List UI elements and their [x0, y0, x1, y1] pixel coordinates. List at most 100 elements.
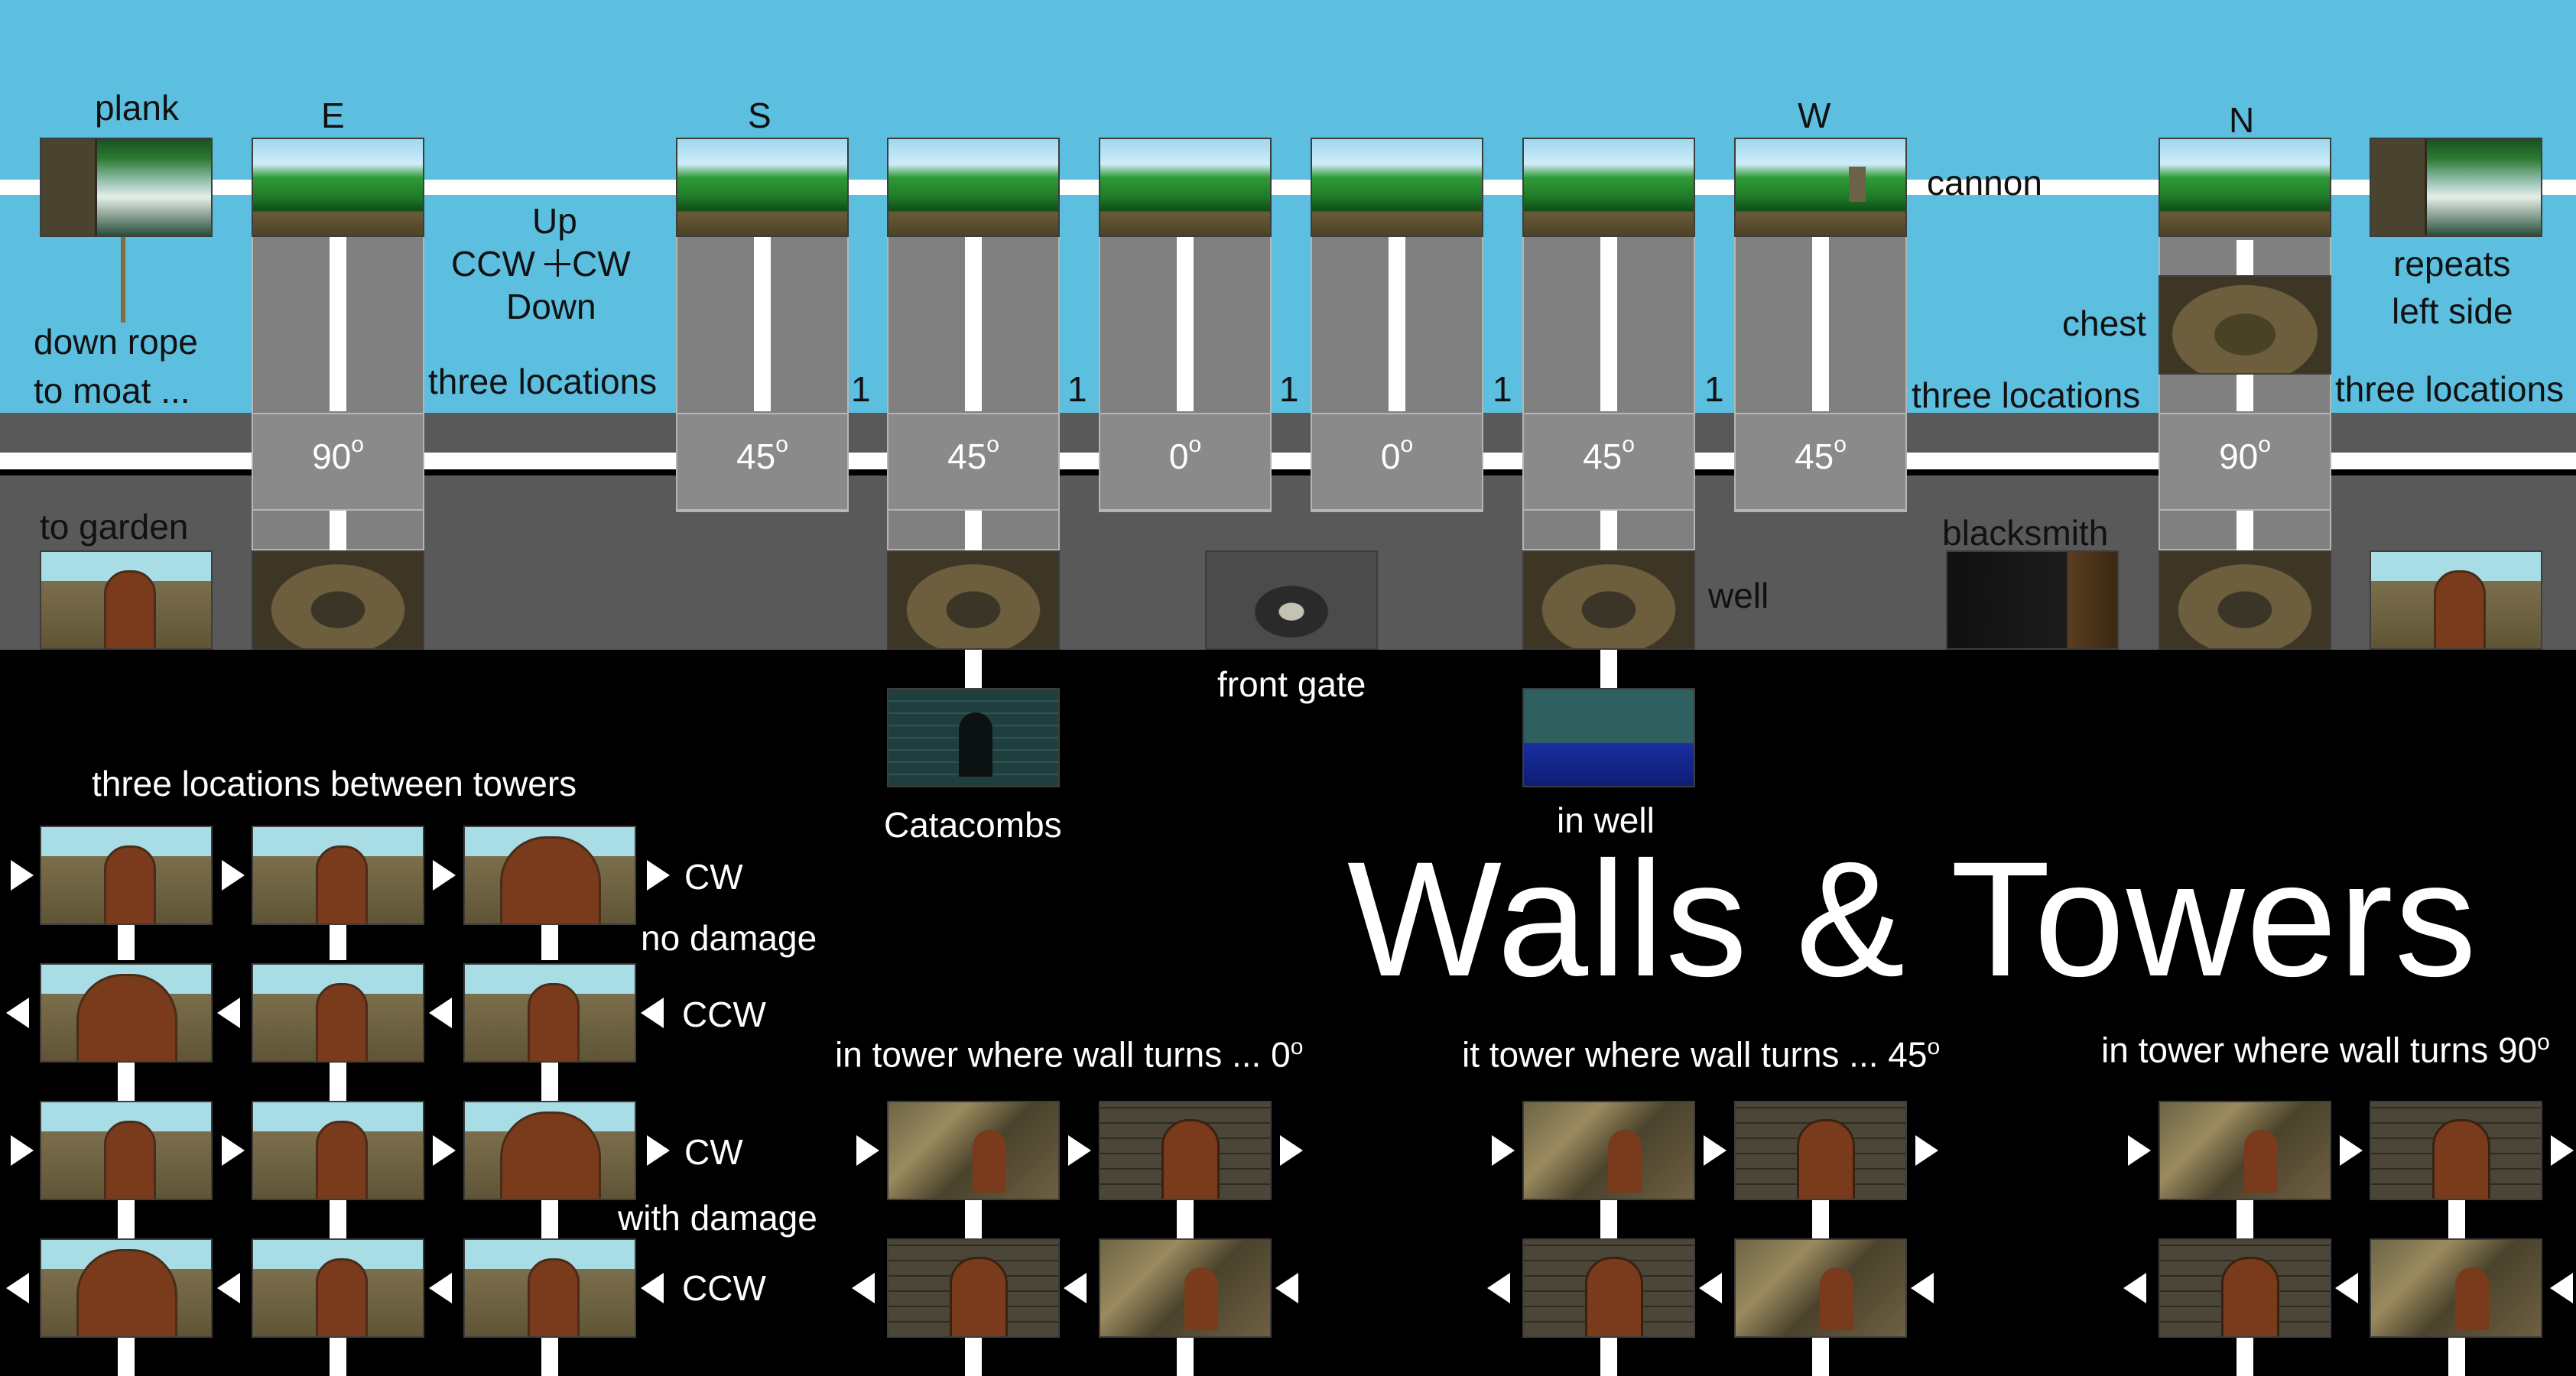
wall-walk-line [0, 453, 2576, 469]
v-line [330, 1338, 346, 1376]
label-three-locations: three locations [2335, 369, 2565, 409]
v-line [330, 925, 346, 960]
arrow-right-icon [433, 860, 456, 891]
tower-turn-view [1099, 1238, 1272, 1338]
arrow-right-icon [2128, 1135, 2151, 1166]
arrow-left-icon [1275, 1273, 1298, 1303]
label-to-moat: to moat ... [34, 371, 190, 411]
v-line [1177, 235, 1194, 411]
arrow-left-icon [641, 998, 664, 1028]
compass-s: S [748, 96, 772, 135]
angle-label: 90o [312, 432, 364, 476]
arrow-right-icon [222, 1135, 245, 1166]
between-view [463, 826, 636, 925]
arrow-right-icon [647, 860, 670, 891]
heading-tower-0: in tower where wall turns ... 0o [835, 1034, 1304, 1075]
arrow-left-icon [6, 998, 29, 1028]
between-view [40, 963, 213, 1063]
between-view [40, 826, 213, 925]
label-three-locations: three locations [428, 362, 658, 401]
arrow-right-icon [1068, 1135, 1091, 1166]
v-line [118, 1338, 135, 1376]
landscape-view [1099, 138, 1272, 237]
angle-box [1734, 413, 1907, 511]
angle-label: 0o [1168, 432, 1202, 476]
between-view [40, 1101, 213, 1200]
v-line [2237, 1200, 2253, 1240]
label-ccw: CCW [682, 1268, 766, 1308]
angle-box [1099, 413, 1272, 511]
landscape-view [1522, 138, 1695, 237]
v-line [754, 235, 771, 411]
top-connector-line [0, 180, 2576, 195]
label-one: 1 [851, 369, 871, 409]
tower-interior-view [252, 550, 424, 650]
legend-ccw: CCW [451, 244, 535, 284]
v-line [2237, 375, 2253, 411]
label-with-damage: with damage [618, 1198, 817, 1238]
tower-interior-view [887, 550, 1060, 650]
angle-label: 45o [1583, 432, 1635, 476]
tower-interior-view-n [2159, 550, 2331, 650]
label-to-garden: to garden [40, 507, 189, 547]
between-view [252, 826, 424, 925]
label-ccw: CCW [682, 995, 766, 1034]
label-front-gate: front gate [1217, 664, 1366, 704]
tower-turn-view [1734, 1238, 1907, 1338]
angle-label: 45o [1795, 432, 1847, 476]
between-view [252, 1238, 424, 1338]
angle-label: 90o [2219, 432, 2271, 476]
between-view [463, 963, 636, 1063]
tower-turn-view [1522, 1101, 1695, 1200]
arrow-right-icon [1704, 1135, 1727, 1166]
blacksmith-view [1946, 550, 2119, 650]
between-view [40, 1238, 213, 1338]
cross-icon [557, 249, 559, 277]
tower-turn-view [2159, 1101, 2331, 1200]
arrow-left-icon [429, 998, 452, 1028]
label-no-damage: no damage [641, 918, 817, 958]
v-line [330, 1063, 346, 1102]
compass-e: E [321, 96, 345, 135]
arrow-right-icon [1492, 1135, 1515, 1166]
tower-turn-view [2370, 1238, 2542, 1338]
label-catacombs: Catacombs [884, 805, 1062, 845]
arrow-right-icon [2340, 1135, 2363, 1166]
landscape-view-s [676, 138, 849, 237]
label-cannon: cannon [1927, 163, 2042, 203]
arrow-right-icon [647, 1135, 670, 1166]
label-one: 1 [1704, 369, 1724, 409]
plank-view [40, 138, 213, 237]
compass-n: N [2229, 100, 2255, 140]
angle-box [887, 413, 1060, 511]
angle-box [676, 413, 849, 511]
arrow-left-icon [217, 998, 240, 1028]
between-view [463, 1238, 636, 1338]
chest-view [2159, 275, 2331, 375]
label-in-well: in well [1557, 800, 1655, 840]
v-line [1812, 1200, 1829, 1240]
landscape-view-n [2159, 138, 2331, 237]
v-line [1812, 1338, 1829, 1376]
tower-turn-view [2370, 1101, 2542, 1200]
sky-background [0, 0, 2576, 413]
arrow-left-icon [429, 1273, 452, 1303]
label-one: 1 [1493, 369, 1512, 409]
compass-w: W [1798, 96, 1831, 135]
landscape-view [1311, 138, 1483, 237]
v-line [1600, 511, 1617, 550]
well-view [1522, 550, 1695, 650]
arrow-right-icon [1915, 1135, 1938, 1166]
arrow-right-icon [222, 860, 245, 891]
legend-cw: CW [572, 244, 631, 284]
angle-label: 45o [736, 432, 788, 476]
arrow-left-icon [2335, 1273, 2358, 1303]
cannon-view-w [1734, 138, 1907, 237]
between-view [252, 1101, 424, 1200]
v-line [1177, 1200, 1194, 1240]
arrow-left-icon [217, 1273, 240, 1303]
arrow-left-icon [1064, 1273, 1087, 1303]
arrow-right-icon [11, 1135, 34, 1166]
angle-box [2159, 413, 2331, 511]
tower-turn-view [2159, 1238, 2331, 1338]
